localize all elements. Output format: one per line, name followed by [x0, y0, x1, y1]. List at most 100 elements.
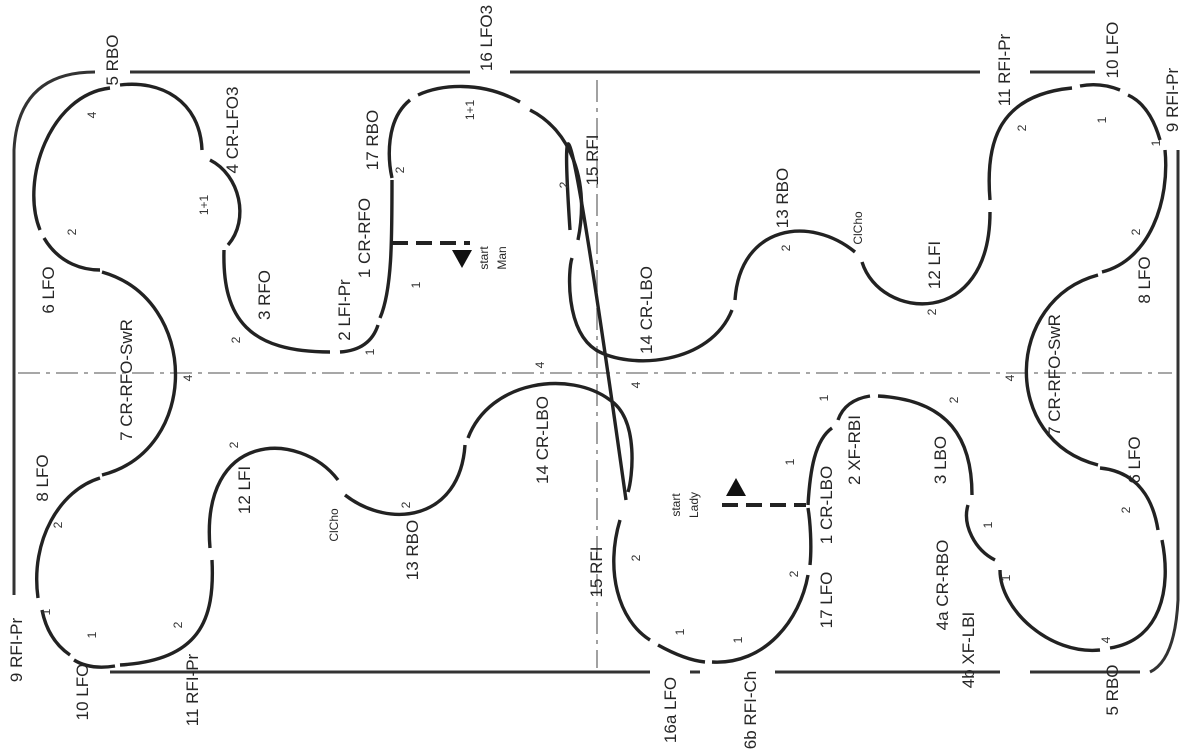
man-edge-8: [35, 476, 101, 599]
beat-count: 2: [925, 308, 939, 315]
label-lady-6b: 6b RFI-Ch: [741, 671, 760, 749]
beat-count: 2: [787, 570, 801, 577]
beat-count: 1: [1149, 139, 1163, 146]
label-man-5: 5 RBO: [103, 34, 122, 85]
beat-count: 2: [399, 501, 413, 508]
label-man-6: 6 LFO: [39, 266, 58, 313]
lady-edge-13: [733, 229, 857, 301]
beat-count: 2: [1015, 124, 1029, 131]
beat-count: 2: [229, 336, 243, 343]
rink-right-end: [1149, 150, 1180, 674]
man-edge-13: [343, 444, 467, 516]
label-man-4: 4 CR-LFO3: [223, 87, 242, 174]
man-edge-11: [119, 559, 215, 667]
man-labels: 1 CR-RFO 2 LFI-Pr 3 RFO 4 CR-LFO3 5 RBO …: [7, 5, 606, 726]
beat-count: 2: [51, 521, 65, 528]
lady-pattern: [567, 82, 1168, 664]
beat-count: 4: [533, 361, 547, 368]
lady-start-arrow-icon: [726, 478, 746, 496]
man-edge-2: [339, 324, 380, 354]
label-lady-7: 7 CR-RFO-SwR: [1045, 314, 1064, 436]
beat-count: 2: [557, 181, 571, 188]
man-edge-3: [222, 249, 331, 354]
lady-edge-6: [1099, 466, 1160, 531]
label-lady-16a: 16a LFO: [661, 677, 680, 743]
lady-edge-17: [806, 507, 813, 566]
label-man-15: 15 RFI: [587, 546, 606, 597]
label-lady-2: 2 XF-RBI: [845, 415, 864, 485]
lady-edge-8: [1101, 149, 1168, 274]
man-edge-10: [73, 658, 116, 669]
label-man-start: start: [477, 246, 491, 270]
beat-count: 1: [1095, 116, 1109, 123]
label-man-13: 13 RBO: [403, 520, 422, 580]
beat-count: 2: [629, 554, 643, 561]
beat-count: 2: [227, 441, 241, 448]
label-lady-8: 8 LFO: [1135, 256, 1154, 303]
beat-count: 1: [39, 608, 53, 615]
label-lady-6: 6 LFO: [1125, 436, 1144, 483]
beat-count: 1: [731, 636, 745, 643]
beat-count: 2: [779, 244, 793, 251]
label-lady-14: 14 CR-LBO: [637, 266, 656, 354]
rink-axes: [18, 80, 1172, 668]
lady-labels: 1 CR-LBO 2 XF-RBI 3 LBO 4a CR-RBO 4b XF-…: [583, 22, 1182, 750]
man-edge-15b: [529, 108, 584, 241]
man-start-arrow-icon: [452, 250, 472, 268]
label-lady-clcho: ClCho: [851, 211, 865, 245]
man-edge-6: [42, 237, 101, 272]
lady-edge-14: [567, 257, 734, 363]
man-edge-14: [466, 381, 634, 493]
label-man-10: 10 LFO: [73, 664, 92, 721]
label-lady-17: 17 LFO: [817, 572, 836, 629]
beat-count: 4: [181, 374, 195, 381]
lady-edge-4b: [998, 569, 1101, 652]
beat-counts: 1 1 2 1+1 4 2 4 2 1 1 2 2 2 4 2 1+1 2 1 …: [39, 99, 1163, 643]
label-lady-4a: 4a CR-RBO: [933, 540, 952, 631]
label-man-11: 11 RFI-Pr: [183, 653, 202, 726]
beat-count: 1: [783, 458, 797, 465]
label-lady-11: 11 RFI-Pr: [995, 33, 1014, 106]
beat-count: 2: [393, 166, 407, 173]
man-edge-4: [209, 158, 242, 247]
lady-edge-5: [1109, 539, 1167, 650]
man-edge-12: [207, 446, 340, 549]
beat-count: 4: [1099, 636, 1113, 643]
man-edge-4b: [119, 82, 204, 151]
lady-edge-16a: [657, 643, 706, 664]
beat-count: 2: [947, 396, 961, 403]
beat-count: 1+1: [463, 99, 477, 120]
lady-edge-2: [836, 394, 871, 421]
beat-count: 2: [1119, 506, 1133, 513]
label-man-17: 17 RBO: [363, 110, 382, 170]
label-man-9: 9 RFI-Pr: [7, 618, 26, 683]
label-lady-5: 5 RBO: [1103, 664, 1122, 715]
man-edge-5: [32, 86, 111, 231]
label-man-16: 16 LFO3: [477, 5, 496, 71]
label-man-8: 8 LFO: [33, 454, 52, 501]
label-lady-4b: 4b XF-LBI: [959, 612, 978, 689]
man-edge-1: [378, 179, 394, 319]
beat-count: 1: [981, 521, 995, 528]
man-edge-16: [417, 84, 521, 104]
beat-count: 2: [1129, 228, 1143, 235]
beat-count: 4: [1003, 374, 1017, 381]
lady-edge-1: [806, 426, 834, 506]
label-man-clcho: ClCho: [327, 508, 341, 542]
lady-edge-15: [612, 519, 651, 642]
rink-left-end: [12, 70, 96, 595]
lady-edge-6b: [711, 574, 810, 664]
beat-count: 4: [85, 111, 99, 118]
label-man-14: 14 CR-LBO: [533, 396, 552, 484]
label-lady-15: 15 RFI: [583, 134, 602, 185]
label-lady-13: 13 RBO: [773, 168, 792, 228]
lady-edge-7: [1024, 273, 1099, 467]
lady-edge-4a: [964, 504, 996, 562]
label-lady-10: 10 LFO: [1103, 22, 1122, 79]
label-lady-start: start: [669, 493, 683, 517]
beat-count: 1: [363, 348, 377, 355]
label-man-who: Man: [495, 246, 509, 269]
start-markers: [392, 241, 806, 507]
label-lady-12: 12 LFI: [925, 241, 944, 289]
beat-count: 1: [85, 631, 99, 638]
